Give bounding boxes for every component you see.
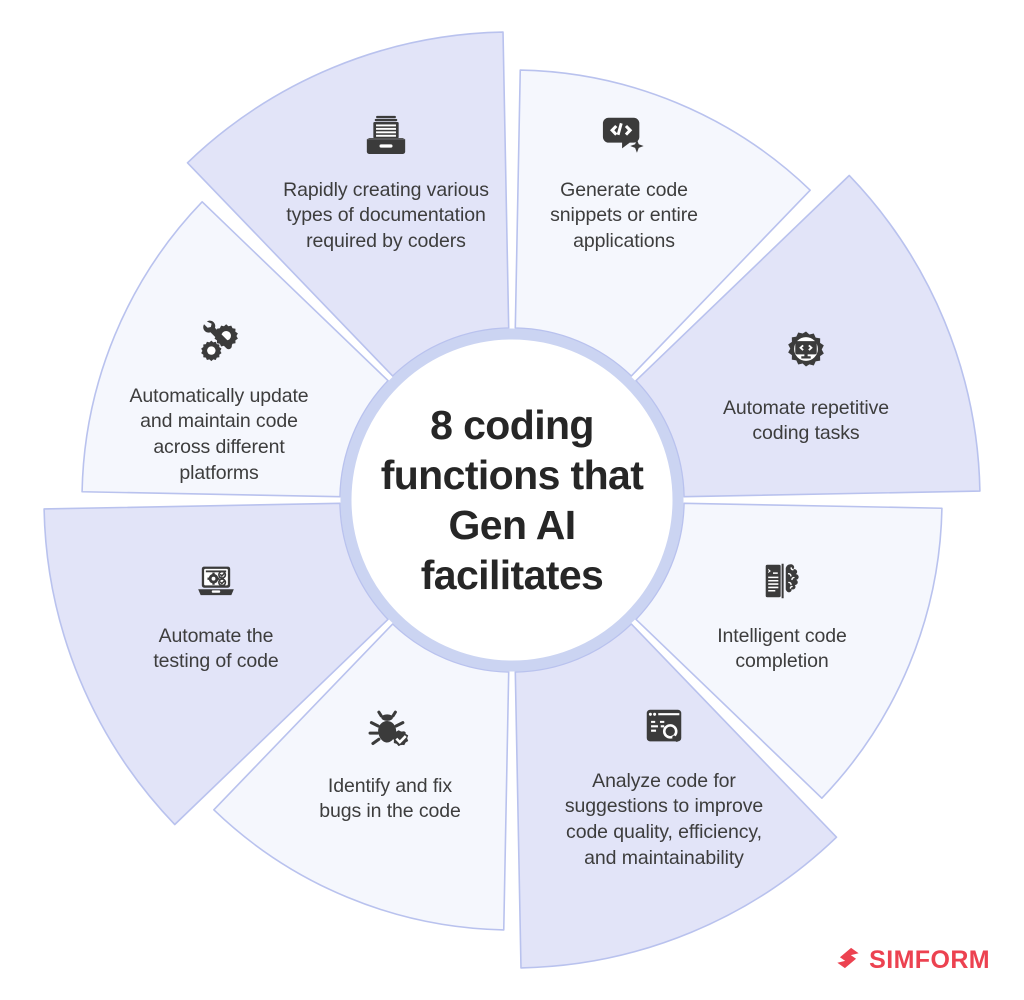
wedge-automate-testing[interactable] bbox=[43, 502, 389, 826]
center-ring bbox=[340, 328, 684, 672]
brand-name: SIMFORM bbox=[869, 946, 990, 974]
wedge-analyze-code[interactable] bbox=[514, 623, 838, 969]
wedge-update-maintain[interactable] bbox=[81, 201, 389, 498]
brand-logo[interactable]: SIMFORM bbox=[835, 945, 990, 976]
wedge-documentation[interactable] bbox=[186, 31, 510, 377]
wedge-fix-bugs[interactable] bbox=[213, 623, 510, 931]
simform-logo-icon bbox=[835, 945, 861, 976]
center-title: 8 coding functions that Gen AI facilitat… bbox=[380, 401, 644, 599]
wedge-group bbox=[43, 31, 981, 969]
wedge-generate-code[interactable] bbox=[514, 69, 811, 377]
wedge-intelligent-completion[interactable] bbox=[635, 502, 943, 799]
